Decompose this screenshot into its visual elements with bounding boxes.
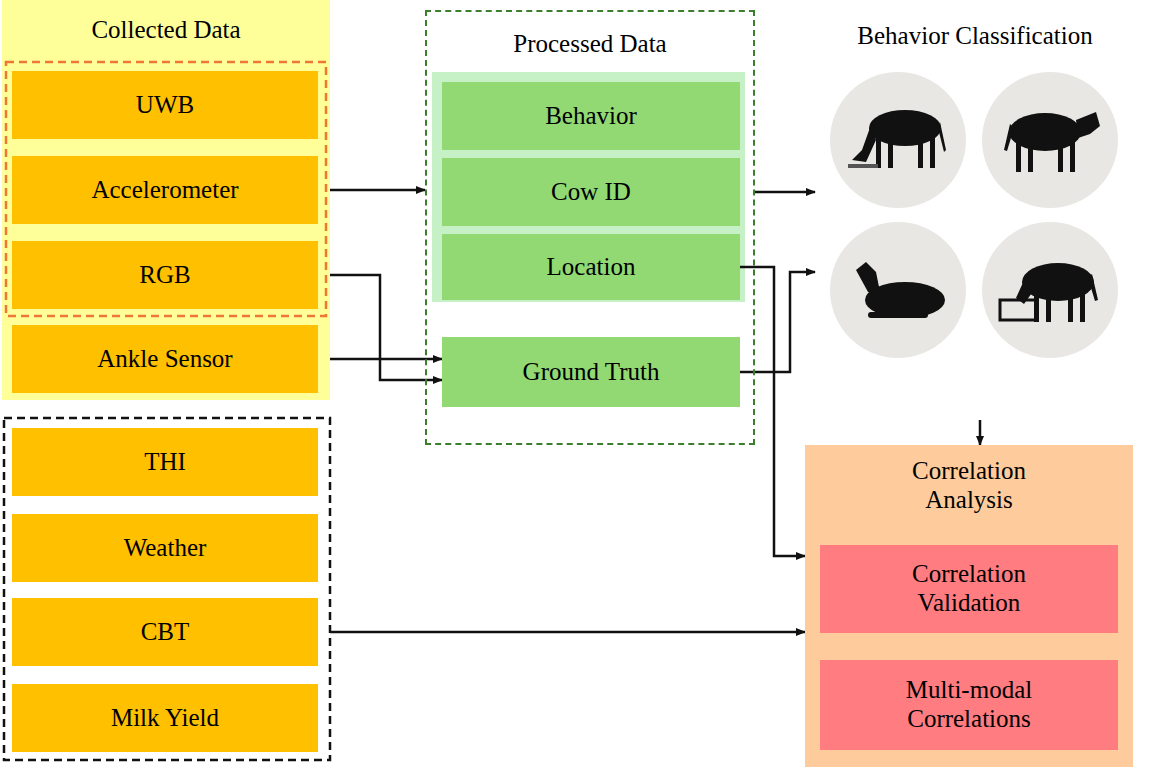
box-label: Weather bbox=[124, 534, 207, 563]
analysis-box: Multi-modal Correlations bbox=[820, 660, 1118, 750]
context-box: THI bbox=[12, 428, 318, 496]
box-label: Location bbox=[547, 253, 636, 282]
flow-arrow bbox=[755, 191, 815, 194]
box-label: CBT bbox=[141, 618, 190, 647]
collected-panel: Collected DataUWB AccelerometerRGB Ankle S… bbox=[2, 0, 330, 400]
context-box: Weather bbox=[12, 514, 318, 582]
panel-heading: Behavior Classification bbox=[815, 22, 1135, 51]
box-label: RGB bbox=[139, 261, 190, 290]
processed-panel: Processed DataBehaviorCow ID LocationGrou… bbox=[425, 10, 755, 445]
flow-arrow bbox=[979, 420, 982, 445]
box-label: Correlation Validation bbox=[894, 560, 1044, 618]
processed-box: Location bbox=[442, 234, 740, 300]
box-label: Ground Truth bbox=[523, 358, 660, 387]
sensor-box: Ankle Sensor bbox=[12, 325, 318, 393]
context-box: CBT bbox=[12, 598, 318, 666]
box-label: UWB bbox=[136, 91, 194, 120]
box-label: Cow ID bbox=[551, 178, 631, 207]
box-label: Milk Yield bbox=[111, 704, 219, 733]
context-group-outline bbox=[4, 418, 330, 760]
sensor-box: Accelerometer bbox=[12, 156, 318, 224]
flow-arrow bbox=[330, 189, 425, 192]
context-box: Milk Yield bbox=[12, 684, 318, 752]
box-label: Ankle Sensor bbox=[97, 345, 232, 374]
processed-inner-panel bbox=[432, 72, 745, 302]
flow-arrow bbox=[330, 631, 805, 634]
cow-icons bbox=[830, 72, 1118, 358]
flow-arrow bbox=[740, 267, 805, 556]
panel-heading: Correlation Analysis bbox=[884, 457, 1054, 515]
classification-group: Behavior Classification bbox=[815, 8, 1135, 420]
flow-arrow bbox=[740, 272, 815, 372]
analysis-box: Correlation Validation bbox=[820, 545, 1118, 633]
processed-box: Behavior bbox=[442, 82, 740, 150]
collected-panel-fill bbox=[2, 0, 330, 400]
box-label: THI bbox=[144, 448, 186, 477]
processed-box: Cow ID bbox=[442, 158, 740, 226]
box-label: Multi-modal Correlations bbox=[894, 676, 1044, 734]
sensor-box: UWB bbox=[12, 71, 318, 139]
box-label: Accelerometer bbox=[91, 176, 238, 205]
sensor-group-outline bbox=[6, 62, 326, 316]
box-label: Behavior bbox=[545, 102, 637, 131]
panel-heading: Collected Data bbox=[2, 16, 330, 45]
panel-heading: Processed Data bbox=[427, 30, 753, 59]
analysis-panel: Correlation AnalysisCorrelation Validati… bbox=[805, 445, 1133, 767]
ground-truth-box: Ground Truth bbox=[442, 337, 740, 407]
sensor-box: RGB bbox=[12, 241, 318, 309]
